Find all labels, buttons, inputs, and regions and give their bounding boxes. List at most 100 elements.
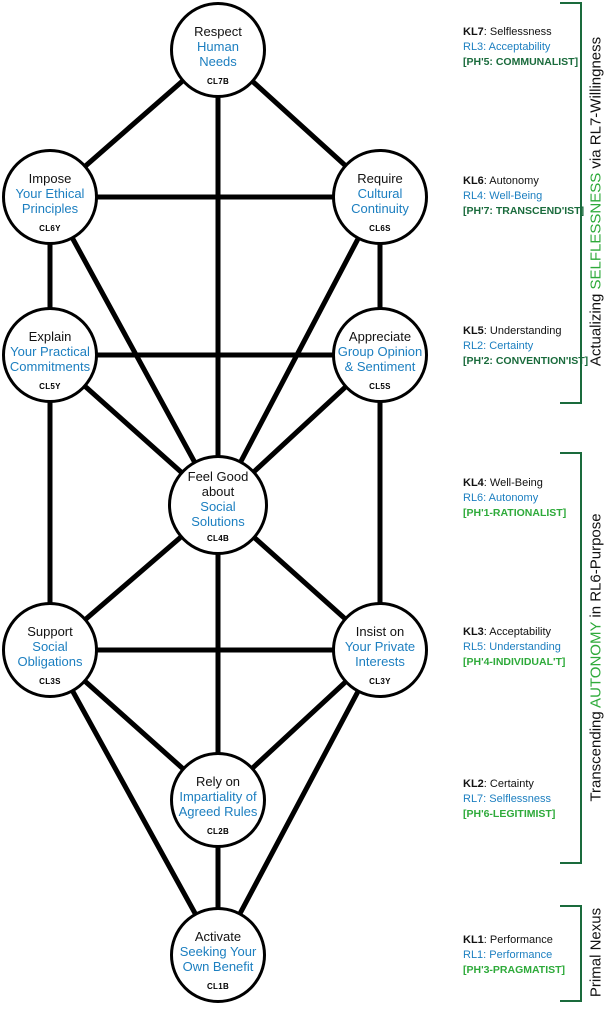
node-label: Rely on [195, 773, 241, 789]
node-code: CL6S [369, 224, 391, 233]
node-label: Solutions [191, 514, 245, 529]
kl-name: Understanding [489, 325, 562, 337]
kl-name: Performance [489, 934, 553, 946]
edge [215, 194, 383, 508]
kl-code: KL5 [463, 325, 484, 337]
kl-code: KL6 [463, 175, 484, 187]
node-label: Support [27, 623, 73, 639]
level-kl5: KL5: Understanding RL2: Certainty [PH'2:… [463, 325, 589, 367]
edge [215, 647, 383, 958]
node-label: Respect [194, 23, 242, 39]
kl-code: KL7 [463, 26, 484, 38]
node-label: Agreed Rules [178, 803, 258, 819]
node-label: Appreciate [348, 328, 412, 344]
level-kl6: KL6: Autonomy RL4: Well-Being [PH'7: TRA… [463, 175, 585, 217]
node-label: Feel Good [187, 469, 249, 484]
ph-label: [PH'5: COMMUNALIST] [463, 56, 579, 68]
node-label: Require [357, 170, 403, 186]
label-prefix: Transcending [587, 707, 605, 802]
bracket-bottom [560, 905, 582, 1002]
label-highlight: AUTONOMY [587, 621, 605, 708]
bracket-top [560, 2, 582, 404]
ph-label: [PH'2: CONVENTION'IST] [463, 355, 589, 367]
node-label: about [201, 484, 235, 499]
ph-label: [PH'3-PRAGMATIST] [463, 964, 566, 976]
edge [47, 194, 221, 508]
level-kl4: KL4: Well-Being RL6: Autonomy [PH'1-RATI… [463, 477, 567, 519]
node-label: Own Benefit [182, 958, 254, 974]
bracket-middle [560, 452, 582, 864]
rl-label: RL6: Autonomy [463, 492, 539, 504]
node-code: CL6Y [39, 224, 61, 233]
kl-name: Selflessness [489, 26, 552, 38]
rl-label: RL4: Well-Being [463, 190, 543, 202]
kl-name: Acceptability [489, 626, 552, 638]
node-label: Social [200, 499, 236, 514]
node-label: & Sentiment [344, 358, 416, 374]
kl-code: KL4 [463, 477, 484, 489]
label-highlight: SELFLESSNESS [587, 172, 605, 290]
node-code: CL2B [206, 827, 230, 836]
node-label: Your Practical [10, 343, 90, 359]
label-suffix: in RL6-Purpose [587, 513, 605, 622]
node-label: Your Ethical [15, 185, 85, 201]
node-code: CL5Y [39, 382, 61, 391]
level-kl3: KL3: Acceptability RL5: Understanding [P… [463, 626, 566, 668]
level-kl2: KL2: Certainty RL7: Selflessness [PH'6-L… [463, 778, 556, 820]
bracket-label-bottom: Primal Nexus [588, 898, 605, 1008]
kl-code: KL3 [463, 626, 484, 638]
bracket-label-top: Actualizing SELFLESSNESS via RL7-Willing… [588, 2, 605, 402]
kl-name: Autonomy [489, 175, 539, 187]
node-label: Commitments [9, 358, 91, 374]
node-label: Cultural [357, 185, 403, 201]
rl-label: RL1: Performance [463, 949, 553, 961]
node-label: Activate [194, 928, 242, 944]
node-code: CL3Y [369, 677, 391, 686]
node-label: Human [197, 38, 239, 54]
kl-name: Well-Being [489, 477, 543, 489]
label-suffix: via RL7-Willingness [587, 36, 605, 173]
kl-code: KL2 [463, 778, 484, 790]
bracket-label-middle: Transcending AUTONOMY in RL6-Purpose [588, 458, 605, 858]
node-label: Needs [199, 53, 237, 69]
node-label: Principles [21, 200, 79, 216]
ph-label: [PH'4-INDIVIDUAL'T] [463, 656, 566, 668]
node-code: CL3S [39, 677, 61, 686]
node-label: Social [32, 638, 68, 654]
node-label: Insist on [355, 623, 405, 639]
node-code: CL4B [206, 534, 230, 543]
level-kl1: KL1: Performance RL1: Performance [PH'3-… [463, 934, 566, 976]
ph-label: [PH'1-RATIONALIST] [463, 507, 567, 519]
kl-name: Certainty [489, 778, 534, 790]
ph-label: [PH'7: TRANSCEND'IST] [463, 205, 585, 217]
node-label: Your Private [344, 638, 416, 654]
node-label: Seeking Your [179, 943, 257, 959]
edge [47, 647, 221, 958]
node-label: Impartiality of [179, 788, 257, 804]
ph-label: [PH'6-LEGITIMIST] [463, 808, 556, 820]
node-label: Continuity [351, 200, 409, 216]
kl-code: KL1 [463, 934, 484, 946]
node-code: CL7B [206, 77, 230, 86]
label-prefix: Actualizing [587, 289, 605, 367]
rl-label: RL2: Certainty [463, 340, 534, 352]
rl-label: RL3: Acceptability [463, 41, 551, 53]
node-label: Impose [28, 170, 72, 186]
node-code: CL5S [369, 382, 391, 391]
label-prefix: Primal Nexus [587, 907, 605, 998]
node-label: Obligations [17, 653, 83, 669]
node-label: Interests [355, 653, 405, 669]
node-label: Explain [28, 328, 72, 344]
node-code: CL1B [206, 982, 230, 991]
node-label: Group Opinion [337, 343, 423, 359]
